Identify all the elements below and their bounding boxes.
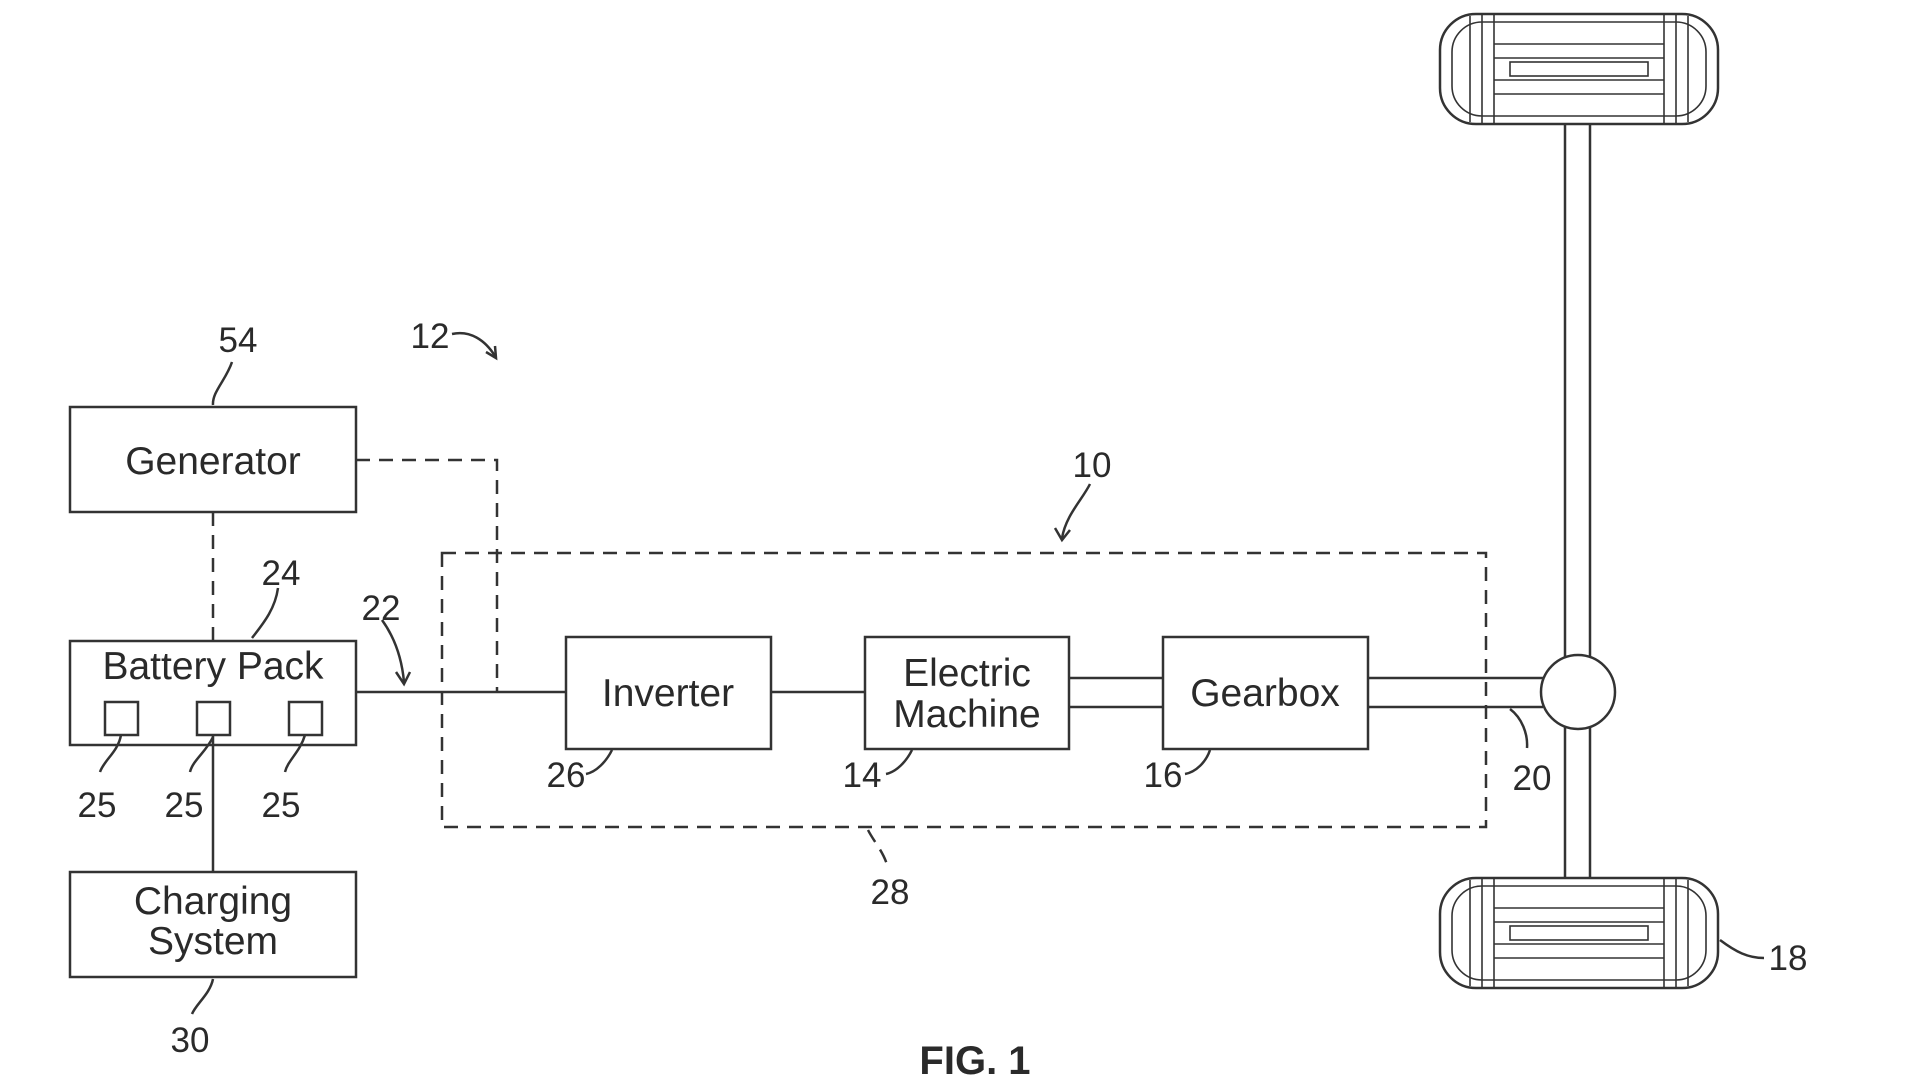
leader-54 bbox=[211, 361, 234, 406]
leader-20 bbox=[1509, 708, 1529, 749]
top-wheel bbox=[1438, 12, 1720, 126]
arrowhead-12 bbox=[485, 345, 498, 361]
charging-system-label-line1: Charging bbox=[134, 880, 292, 923]
ref-16: 16 bbox=[1144, 756, 1183, 795]
electric-machine-label-line2: Machine bbox=[893, 693, 1040, 736]
ref-20: 20 bbox=[1513, 759, 1552, 798]
leader-14 bbox=[885, 749, 914, 776]
battery-cell-right bbox=[287, 700, 324, 737]
generator-label: Generator bbox=[125, 440, 301, 483]
battery-cell-mid bbox=[195, 700, 232, 737]
arrowhead-22 bbox=[394, 671, 412, 687]
ref-14: 14 bbox=[843, 756, 882, 795]
leader-25-left bbox=[98, 734, 123, 773]
ref-25-right: 25 bbox=[262, 786, 301, 825]
ref-22: 22 bbox=[362, 589, 401, 628]
ref-26: 26 bbox=[547, 756, 586, 795]
battery-cell-left bbox=[103, 700, 140, 737]
bottom-wheel bbox=[1438, 876, 1720, 990]
charging-system-label-line2: System bbox=[148, 920, 278, 963]
figure-label: FIG. 1 bbox=[919, 1039, 1030, 1080]
leader-28 bbox=[866, 829, 890, 869]
ref-25-mid: 25 bbox=[165, 786, 204, 825]
drive-unit-enclosure bbox=[440, 551, 1488, 829]
ref-24: 24 bbox=[262, 554, 301, 593]
battery-pack-label: Battery Pack bbox=[102, 645, 324, 688]
leader-25-mid bbox=[188, 736, 215, 773]
leader-26 bbox=[585, 749, 614, 776]
gearbox-label: Gearbox bbox=[1190, 672, 1340, 715]
ref-25-left: 25 bbox=[78, 786, 117, 825]
charging-system-block: Charging System bbox=[68, 870, 358, 979]
gearbox-block: Gearbox bbox=[1161, 635, 1370, 751]
ref-54: 54 bbox=[219, 321, 258, 360]
electric-machine-label-line1: Electric bbox=[903, 652, 1031, 695]
leader-30 bbox=[190, 978, 215, 1015]
differential-circle bbox=[1539, 653, 1617, 731]
leader-16 bbox=[1184, 749, 1212, 776]
leader-10 bbox=[1060, 483, 1092, 539]
leader-18 bbox=[1719, 938, 1765, 960]
ref-10: 10 bbox=[1073, 446, 1112, 485]
battery-pack-block: Battery Pack bbox=[68, 639, 358, 747]
inverter-block: Inverter bbox=[564, 635, 773, 751]
ref-18: 18 bbox=[1769, 939, 1808, 978]
arrowhead-10 bbox=[1053, 527, 1071, 543]
electric-machine-block: Electric Machine bbox=[863, 635, 1071, 751]
ref-30: 30 bbox=[171, 1021, 210, 1060]
ref-12: 12 bbox=[411, 317, 450, 356]
leader-12 bbox=[451, 331, 497, 357]
ref-28: 28 bbox=[871, 873, 910, 912]
generator-to-bus-dashed-line bbox=[356, 458, 499, 692]
inverter-label: Inverter bbox=[602, 672, 734, 715]
generator-block: Generator bbox=[68, 405, 358, 514]
leader-25-right bbox=[283, 734, 307, 773]
leader-22 bbox=[380, 619, 406, 683]
leader-24 bbox=[251, 587, 280, 639]
